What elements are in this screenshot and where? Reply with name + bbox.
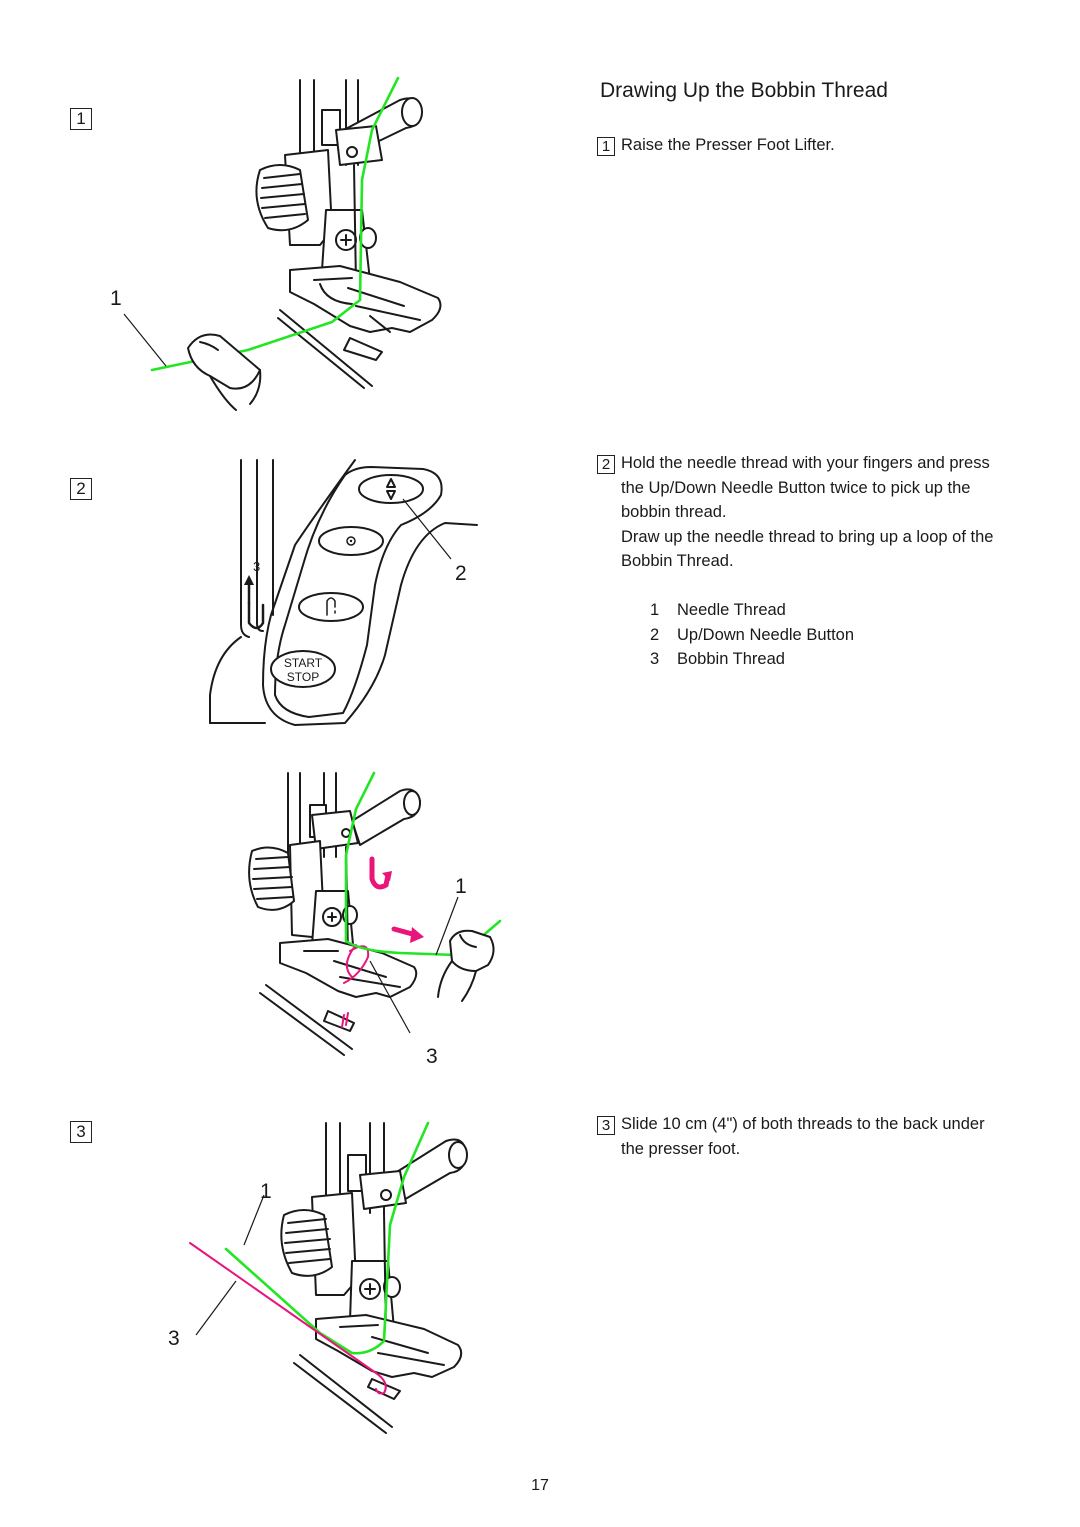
step-2-line-2: the Up/Down Needle Button twice to pick … xyxy=(621,478,971,497)
step-2-line-3: bobbin thread. xyxy=(621,503,727,521)
legend-item: 3 Bobbin Thread xyxy=(650,647,854,672)
step-3-text: 3 Slide 10 cm (4") of both threads to the… xyxy=(597,1112,1047,1161)
callout-needle-thread-fig1: 1 xyxy=(110,287,122,310)
stop-label: STOP xyxy=(287,670,319,684)
step-2-line-4: Draw up the needle thread to bring up a … xyxy=(621,527,994,546)
figure-control-panel: START STOP 3 xyxy=(209,459,478,726)
step-2-line-1: Hold the needle thread with your fingers… xyxy=(621,454,990,472)
callout-bobbin-thread-fig3: 3 xyxy=(426,1045,438,1068)
step-marker-3: 3 xyxy=(70,1121,92,1143)
legend-item: 1 Needle Thread xyxy=(650,598,854,623)
legend-number: 1 xyxy=(650,601,660,619)
step-3-line-2: the presser foot. xyxy=(621,1139,741,1158)
step-1-number: 1 xyxy=(597,137,615,156)
legend-label: Bobbin Thread xyxy=(677,650,785,668)
step-3-line-1: Slide 10 cm (4") of both threads to the … xyxy=(621,1115,985,1133)
step-3-number: 3 xyxy=(597,1116,615,1135)
callout-needle-thread-fig4: 1 xyxy=(260,1180,272,1203)
callout-bobbin-thread-fig4: 3 xyxy=(168,1327,180,1350)
legend-number: 2 xyxy=(650,625,660,644)
page-title: Drawing Up the Bobbin Thread xyxy=(600,79,888,102)
step-1-line-1: Raise the Presser Foot Lifter. xyxy=(621,136,835,154)
panel-arrow-number: 3 xyxy=(253,559,260,574)
callout-up-down-button: 2 xyxy=(455,562,467,585)
start-label: START xyxy=(284,656,323,670)
step-2-line-5: Bobbin Thread. xyxy=(621,552,734,570)
step-2-number: 2 xyxy=(597,455,615,474)
legend-number: 3 xyxy=(650,650,660,668)
figure-raise-presser-foot xyxy=(123,76,442,411)
callout-needle-thread-fig3: 1 xyxy=(455,875,467,898)
figure-draw-up-loop xyxy=(248,771,502,1056)
legend-label: Needle Thread xyxy=(677,601,786,619)
step-marker-2: 2 xyxy=(70,478,92,500)
figure-slide-threads-back xyxy=(189,1121,468,1434)
page-number: 17 xyxy=(531,1477,549,1494)
legend-item: 2 Up/Down Needle Button xyxy=(650,623,854,648)
step-2-text: 2 Hold the needle thread with your finger… xyxy=(597,451,1047,574)
step-1-text: 1 Raise the Presser Foot Lifter. xyxy=(597,133,1047,158)
legend-label: Up/Down Needle Button xyxy=(677,625,855,644)
step-marker-1: 1 xyxy=(70,108,92,130)
